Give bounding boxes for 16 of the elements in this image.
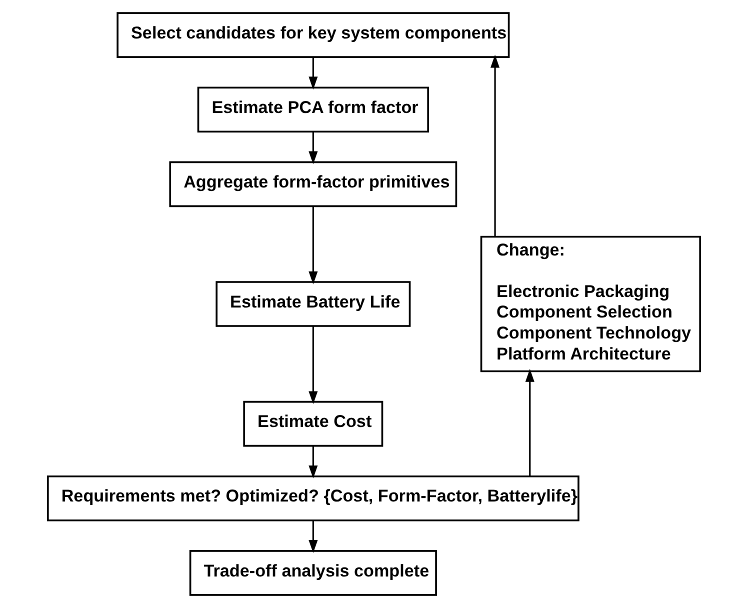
arrow [308,326,318,404]
node-box: Estimate Cost [243,400,384,447]
node-box: Select candidates for key system components [116,12,510,58]
node-box: Trade-off analysis complete [189,550,437,596]
node-box: Change: Electronic Packaging Component Selection Component Technology Platform Architecture [480,236,702,372]
node-box: Aggregate form-factor primitives [169,161,458,208]
arrow [308,57,318,90]
arrow [525,368,534,476]
node-box: Estimate Battery Life [216,281,411,327]
node-box: Requirements met? Optimized? {Cost, Form-Factor, Batterylife} [46,475,580,522]
arrow [308,206,318,284]
node-box: Estimate PCA form factor [197,86,430,133]
arrow [490,54,500,236]
arrow [308,520,318,553]
arrow [308,446,318,478]
arrow [308,132,318,164]
